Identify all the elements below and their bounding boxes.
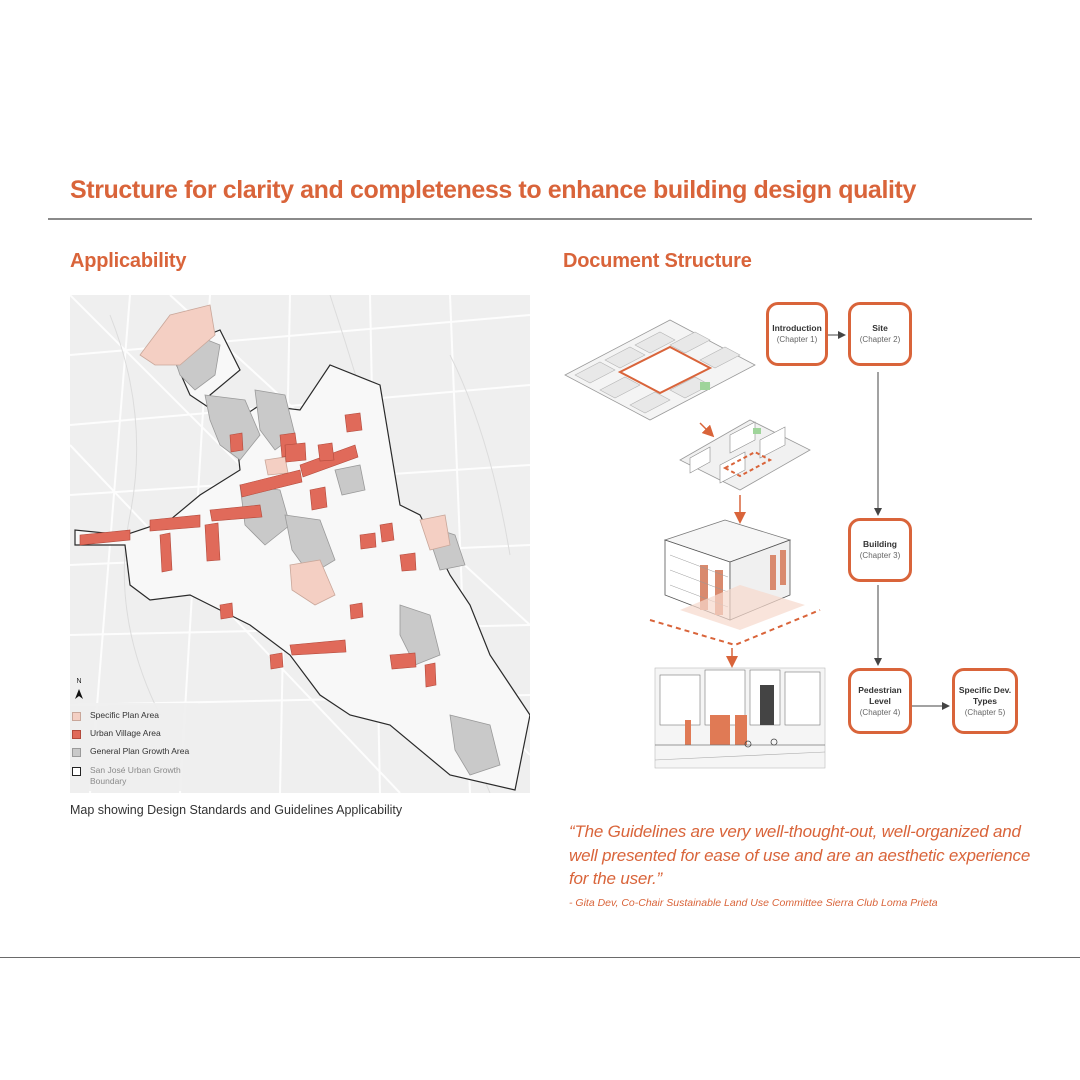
north-arrow: N bbox=[72, 678, 86, 704]
chapter-number: (Chapter 4) bbox=[859, 707, 901, 717]
specific-plan-areas bbox=[139, 304, 451, 606]
document-structure-heading: Document Structure bbox=[563, 250, 752, 272]
chapter-title: Introduction bbox=[772, 323, 822, 333]
chapter-building-node[interactable]: Building (Chapter 3) bbox=[848, 518, 912, 582]
chapter-title: Site bbox=[872, 323, 888, 333]
urban-village-swatch bbox=[72, 730, 81, 739]
legend-item-specific-plan: Specific Plan Area bbox=[72, 710, 159, 721]
chapter-pedestrian-node[interactable]: Pedestrian Level (Chapter 4) bbox=[848, 668, 912, 734]
chapter-title: Specific Dev. Types bbox=[958, 684, 1012, 706]
legend-item-growth-area: General Plan Growth Area bbox=[72, 746, 189, 757]
map-caption: Map showing Design Standards and Guideli… bbox=[70, 803, 403, 817]
chapter-site-node[interactable]: Site (Chapter 2) bbox=[848, 302, 912, 366]
chapter-introduction-node[interactable]: Introduction (Chapter 1) bbox=[766, 302, 828, 366]
chapter-number: (Chapter 1) bbox=[776, 335, 818, 344]
chapter-number: (Chapter 2) bbox=[859, 335, 901, 344]
growth-boundary-swatch bbox=[72, 767, 81, 776]
legend-item-growth-boundary: San José Urban Growth Boundary bbox=[72, 765, 190, 787]
north-label: N bbox=[76, 678, 82, 685]
legend-label: Specific Plan Area bbox=[90, 710, 159, 720]
header-divider bbox=[48, 218, 1032, 220]
chapter-number: (Chapter 5) bbox=[964, 707, 1006, 717]
legend-label: San José Urban Growth Boundary bbox=[90, 765, 181, 786]
chapter-number: (Chapter 3) bbox=[859, 551, 901, 560]
applicability-heading: Applicability bbox=[70, 250, 187, 272]
legend-label: General Plan Growth Area bbox=[90, 746, 190, 756]
north-arrow-icon bbox=[75, 689, 83, 699]
legend-label: Urban Village Area bbox=[90, 728, 161, 738]
testimonial-attribution: - Gita Dev, Co-Chair Sustainable Land Us… bbox=[569, 897, 938, 909]
urban-village-areas bbox=[79, 412, 437, 688]
growth-area-swatch bbox=[72, 748, 81, 757]
building-illustration bbox=[649, 519, 821, 647]
footer-divider bbox=[0, 957, 1080, 958]
growth-areas bbox=[169, 334, 501, 776]
chapter-title: Building bbox=[863, 539, 897, 549]
map-graphic bbox=[70, 295, 530, 793]
testimonial-quote: “The Guidelines are very well-thought-ou… bbox=[569, 822, 1031, 888]
chapter-title: Pedestrian Level bbox=[858, 684, 902, 706]
structure-diagram: Introduction (Chapter 1) Site (Chapter 2… bbox=[560, 290, 1040, 780]
structure-illustrations bbox=[564, 319, 950, 769]
legend-item-urban-village: Urban Village Area bbox=[72, 728, 161, 739]
pedestrian-illustration bbox=[654, 667, 826, 769]
chapter-specific-types-node[interactable]: Specific Dev. Types (Chapter 5) bbox=[952, 668, 1018, 734]
site-plan-illustration bbox=[564, 319, 756, 421]
page-title: Structure for clarity and completeness t… bbox=[70, 176, 916, 204]
block-illustration bbox=[679, 419, 811, 491]
specific-plan-swatch bbox=[72, 712, 81, 721]
map-legend: Specific Plan Area Urban Village Area Ge… bbox=[70, 703, 198, 791]
